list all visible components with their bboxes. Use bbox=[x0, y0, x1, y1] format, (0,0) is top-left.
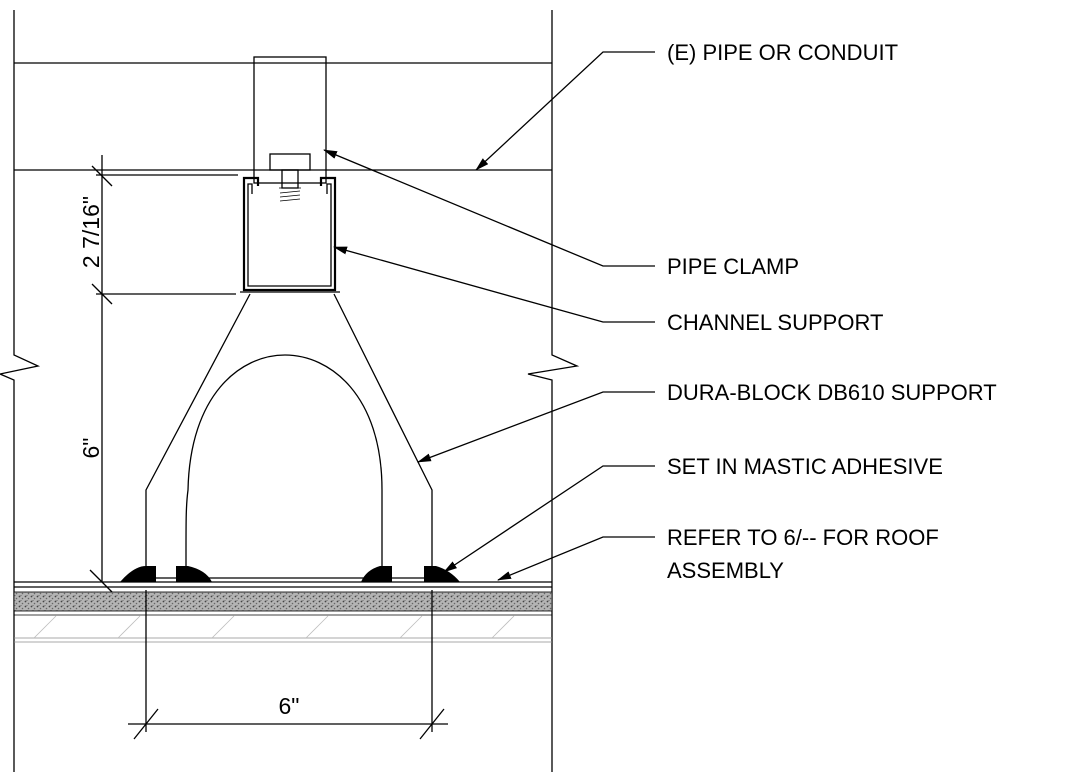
pipe-clamp bbox=[253, 56, 327, 202]
vertical-dimension bbox=[89, 155, 238, 593]
callout-pipe-or-conduit: (E) PIPE OR CONDUIT bbox=[667, 40, 898, 65]
callout-roof-assembly-line1: REFER TO 6/-- FOR ROOF bbox=[667, 525, 939, 550]
dimension-label-support-height: 6" bbox=[78, 438, 104, 459]
left-break-line bbox=[0, 10, 41, 772]
leader-lines bbox=[323, 51, 655, 581]
callout-pipe-clamp: PIPE CLAMP bbox=[667, 254, 799, 279]
dimension-label-base-width: 6" bbox=[279, 693, 300, 719]
callout-channel-support: CHANNEL SUPPORT bbox=[667, 310, 883, 335]
dura-block-support bbox=[145, 293, 433, 579]
right-break-line bbox=[527, 10, 580, 772]
channel-support bbox=[240, 176, 340, 293]
roof-assembly bbox=[13, 581, 553, 643]
callout-dura-block-support: DURA-BLOCK DB610 SUPPORT bbox=[667, 380, 997, 405]
callout-mastic-adhesive: SET IN MASTIC ADHESIVE bbox=[667, 454, 943, 479]
callout-roof-assembly-line2: ASSEMBLY bbox=[667, 558, 784, 583]
mastic-adhesive bbox=[120, 566, 460, 582]
horizontal-dimension bbox=[128, 590, 448, 740]
dimension-label-channel-height: 2 7/16" bbox=[78, 196, 104, 268]
